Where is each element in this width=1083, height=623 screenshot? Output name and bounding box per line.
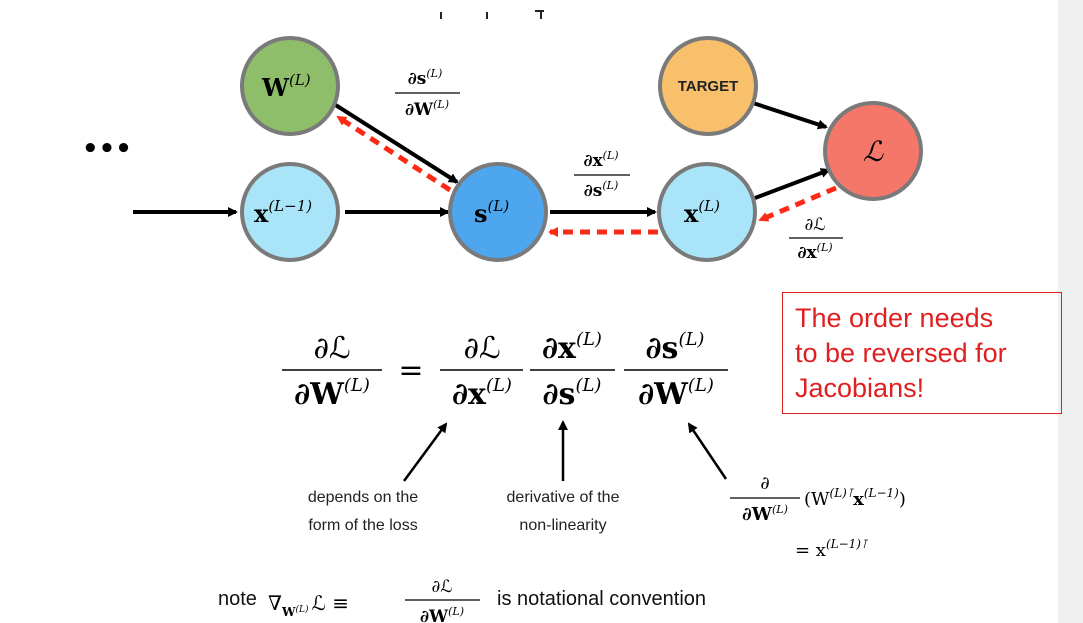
- svg-text:∂W(L): ∂W(L): [405, 98, 449, 120]
- callout-line-2: to be reversed for: [795, 338, 1007, 368]
- svg-text:TARGET: TARGET: [678, 78, 739, 95]
- equals-sign: =: [398, 353, 423, 388]
- svg-text:non-linearity: non-linearity: [519, 517, 606, 534]
- svg-text:∂s(L): ∂s(L): [584, 179, 619, 201]
- svg-text:(W(L)⊺x(L−1)): (W(L)⊺x(L−1)): [804, 486, 906, 510]
- edge-label-dl-dx: ∂ℒ ∂x(L): [789, 215, 843, 263]
- callout-line-1: The order needs: [795, 303, 994, 333]
- footnote-prefix: note: [218, 588, 257, 611]
- backprop-s-to-w: [336, 114, 452, 193]
- svg-text:derivative of the: derivative of the: [507, 489, 620, 506]
- svg-text:∂x(L): ∂x(L): [542, 329, 602, 366]
- edge-label-dx-ds: ∂x(L) ∂s(L): [574, 149, 630, 201]
- node-score: s(L): [448, 162, 548, 262]
- svg-text:∂x(L): ∂x(L): [452, 375, 512, 412]
- svg-text:∂W(L): ∂W(L): [294, 375, 370, 412]
- top-cropped-fragments: [440, 10, 544, 19]
- arrow-linear: [687, 422, 728, 480]
- svg-text:∂ℒ: ∂ℒ: [463, 331, 500, 366]
- footnote-math: ∇W(L)ℒ ≡ ∂ℒ ∂W(L): [268, 577, 480, 623]
- svg-text:∂W(L): ∂W(L): [742, 503, 788, 525]
- svg-text:∂s(L): ∂s(L): [408, 67, 443, 89]
- svg-text:∂s(L): ∂s(L): [646, 329, 705, 366]
- svg-text:∂s(L): ∂s(L): [543, 375, 602, 412]
- svg-text:x(L): x(L): [684, 197, 720, 228]
- edge-w-to-s: [332, 102, 459, 184]
- footnote-note-word: note: [218, 588, 257, 610]
- backprop-loss-to-x: [758, 185, 837, 223]
- edge-label-ds-dw: ∂s(L) ∂W(L): [395, 67, 460, 120]
- footnote-suffix: is notational convention: [497, 588, 706, 611]
- equation-term-1: ∂ℒ ∂x(L): [440, 331, 523, 412]
- svg-text:s(L): s(L): [474, 197, 509, 228]
- caption-nonlinearity: derivative of the non-linearity: [507, 489, 620, 534]
- svg-text:x(L−1): x(L−1): [254, 197, 312, 228]
- svg-text:= x(L−1)⊺: = x(L−1)⊺: [795, 537, 868, 561]
- node-weight: W(L): [240, 36, 340, 136]
- edge-target-to-loss: [752, 101, 828, 130]
- svg-text:∂W(L): ∂W(L): [420, 605, 464, 623]
- equation-term-2: ∂x(L) ∂s(L): [530, 329, 615, 412]
- node-x-current: x(L): [657, 162, 757, 262]
- callout-line-3: Jacobians!: [795, 373, 925, 403]
- svg-text:∇W(L)ℒ ≡: ∇W(L)ℒ ≡: [268, 591, 349, 619]
- svg-text:depends on the: depends on the: [308, 489, 418, 506]
- ellipsis-marker: •••: [82, 134, 132, 164]
- svg-text:∂ℒ: ∂ℒ: [804, 215, 825, 235]
- edge-x-to-loss: [754, 168, 831, 200]
- arrow-loss-form: [402, 422, 448, 482]
- backprop-edges: [336, 114, 837, 237]
- svg-text:∂x(L): ∂x(L): [797, 241, 832, 263]
- annotation-arrows: [402, 420, 728, 482]
- caption-loss-form: depends on the form of the loss: [308, 489, 418, 534]
- svg-text:ℒ: ℒ: [863, 135, 884, 168]
- svg-text:∂W(L): ∂W(L): [638, 375, 714, 412]
- svg-text:∂ℒ: ∂ℒ: [431, 577, 452, 597]
- callout-box: The order needs to be reversed for Jacob…: [782, 292, 1062, 414]
- equation-lhs: ∂ℒ ∂W(L): [282, 331, 382, 412]
- svg-text:form of the loss: form of the loss: [308, 517, 417, 534]
- svg-text:∂x(L): ∂x(L): [583, 149, 618, 171]
- caption-linear-derivative: ∂ ∂W(L) (W(L)⊺x(L−1)) = x(L−1)⊺: [730, 473, 906, 561]
- node-loss: ℒ: [823, 101, 923, 201]
- footnote-convention-text: is notational convention: [497, 588, 707, 610]
- right-edge-strip: [1058, 0, 1083, 623]
- svg-text:∂ℒ: ∂ℒ: [313, 331, 350, 366]
- equation-term-3: ∂s(L) ∂W(L): [624, 329, 728, 412]
- svg-text:∂: ∂: [760, 473, 769, 494]
- forward-edges: [133, 101, 831, 217]
- chain-rule-equation: ∂ℒ ∂W(L) = ∂ℒ ∂x(L) ∂x(L) ∂s(L) ∂s(L) ∂W…: [282, 329, 728, 412]
- svg-text:W(L): W(L): [261, 71, 311, 102]
- node-target: TARGET: [658, 36, 758, 136]
- node-x-prev: x(L−1): [240, 162, 340, 262]
